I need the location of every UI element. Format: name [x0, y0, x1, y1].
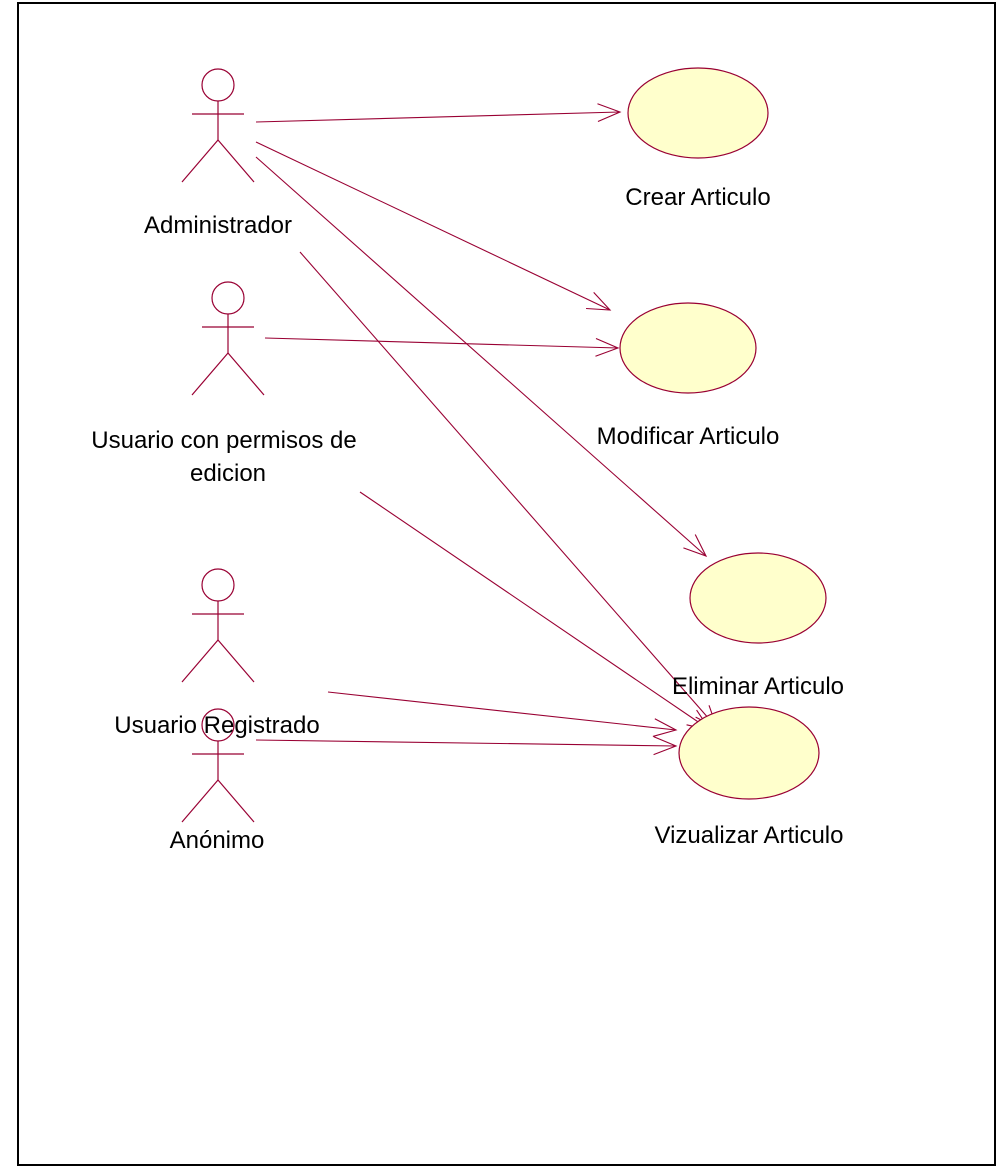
actor-stick-figure-icon	[191, 281, 265, 396]
association-usuario-edicion-to-vizualizar	[359, 491, 712, 731]
association-administrador-to-eliminar	[255, 156, 708, 557]
association-administrador-to-modificar	[255, 141, 612, 311]
usecase-label: Modificar Articulo	[597, 423, 780, 450]
association-anonimo-to-vizualizar	[255, 736, 678, 756]
actor-label-line-2: edicion	[190, 460, 266, 487]
arrowhead-icon	[652, 718, 678, 737]
association-line	[255, 156, 707, 557]
association-administrador-to-crear	[255, 103, 622, 123]
actor-label: Anónimo	[170, 827, 265, 854]
actor-label: Usuario con permisos de	[91, 427, 356, 454]
usecase-label: Vizualizar Articulo	[655, 822, 844, 849]
actor-administrador[interactable]: Administrador	[144, 68, 292, 239]
use-cases: Crear Articulo Modificar Articulo Elimin…	[597, 67, 844, 849]
association-line	[359, 491, 711, 731]
actor-label: Usuario Registrado	[114, 712, 319, 739]
association-usuario-registrado-to-vizualizar	[327, 691, 678, 737]
diagram-frame	[17, 2, 996, 1166]
actors: Administrador Usuario con permisos de ed…	[91, 68, 357, 854]
arrowhead-icon	[597, 103, 622, 123]
association-usuario-edicion-to-modificar	[264, 337, 620, 357]
arrowhead-icon	[595, 337, 620, 357]
actor-stick-figure-icon	[181, 568, 255, 683]
arrowhead-icon	[586, 292, 612, 311]
actor-label: Administrador	[144, 212, 292, 239]
actor-stick-figure-icon	[181, 68, 255, 183]
actor-usuario-con-permisos-de-edicion[interactable]: Usuario con permisos de edicion	[91, 281, 357, 487]
usecase-ellipse	[678, 706, 820, 800]
usecase-vizualizar-articulo[interactable]: Vizualizar Articulo	[655, 706, 844, 849]
actor-anonimo[interactable]: Anónimo	[170, 708, 265, 854]
actor-stick-figure-icon	[181, 708, 255, 823]
association-line	[264, 337, 619, 349]
association-line	[255, 739, 677, 747]
usecase-ellipse	[619, 302, 757, 394]
actor-usuario-registrado[interactable]: Usuario Registrado	[114, 568, 320, 739]
usecase-modificar-articulo[interactable]: Modificar Articulo	[597, 302, 780, 450]
usecase-crear-articulo[interactable]: Crear Articulo	[625, 67, 771, 211]
arrowhead-icon	[653, 736, 678, 756]
usecase-ellipse	[689, 552, 827, 644]
association-line	[255, 141, 611, 311]
usecase-label: Crear Articulo	[625, 184, 770, 211]
association-line	[327, 691, 677, 731]
arrowhead-icon	[683, 534, 708, 557]
usecase-label: Eliminar Articulo	[672, 673, 844, 700]
usecase-ellipse	[627, 67, 769, 159]
association-line	[299, 251, 718, 729]
association-line	[255, 111, 621, 123]
usecase-eliminar-articulo[interactable]: Eliminar Articulo	[672, 552, 844, 700]
